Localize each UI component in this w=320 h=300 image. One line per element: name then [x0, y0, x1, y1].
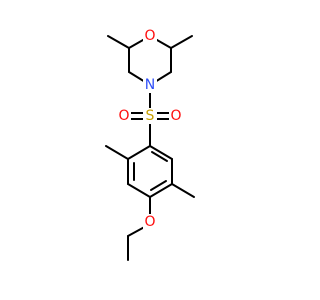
- bond: [149, 145, 173, 160]
- molecule-structure: O N S O O O: [105, 28, 195, 261]
- atom-s: S: [143, 108, 157, 124]
- bond: [127, 183, 151, 198]
- bond: [170, 35, 193, 49]
- bond: [127, 145, 151, 160]
- atom-n-morpholine: N: [143, 77, 157, 93]
- atom-label: N: [145, 77, 155, 93]
- atom-label: O: [170, 108, 181, 124]
- bond: [107, 35, 130, 49]
- bond: [151, 151, 168, 162]
- bond: [149, 183, 173, 198]
- atom-label: O: [144, 28, 155, 44]
- molecule-canvas: O N S O O O: [105, 28, 195, 261]
- bond: [171, 183, 195, 198]
- atom-labels: O N S O O O: [117, 28, 183, 230]
- atom-o-ethoxy: O: [143, 214, 157, 230]
- atom-o-sulfonyl-right: O: [169, 108, 183, 124]
- atom-o-morpholine: O: [143, 28, 157, 44]
- bonds: [105, 35, 195, 261]
- atom-label: O: [144, 214, 155, 230]
- atom-label: O: [118, 108, 129, 124]
- atom-o-sulfonyl-left: O: [117, 108, 131, 124]
- bond: [150, 180, 167, 191]
- bond: [105, 145, 129, 160]
- atom-label: S: [146, 108, 155, 124]
